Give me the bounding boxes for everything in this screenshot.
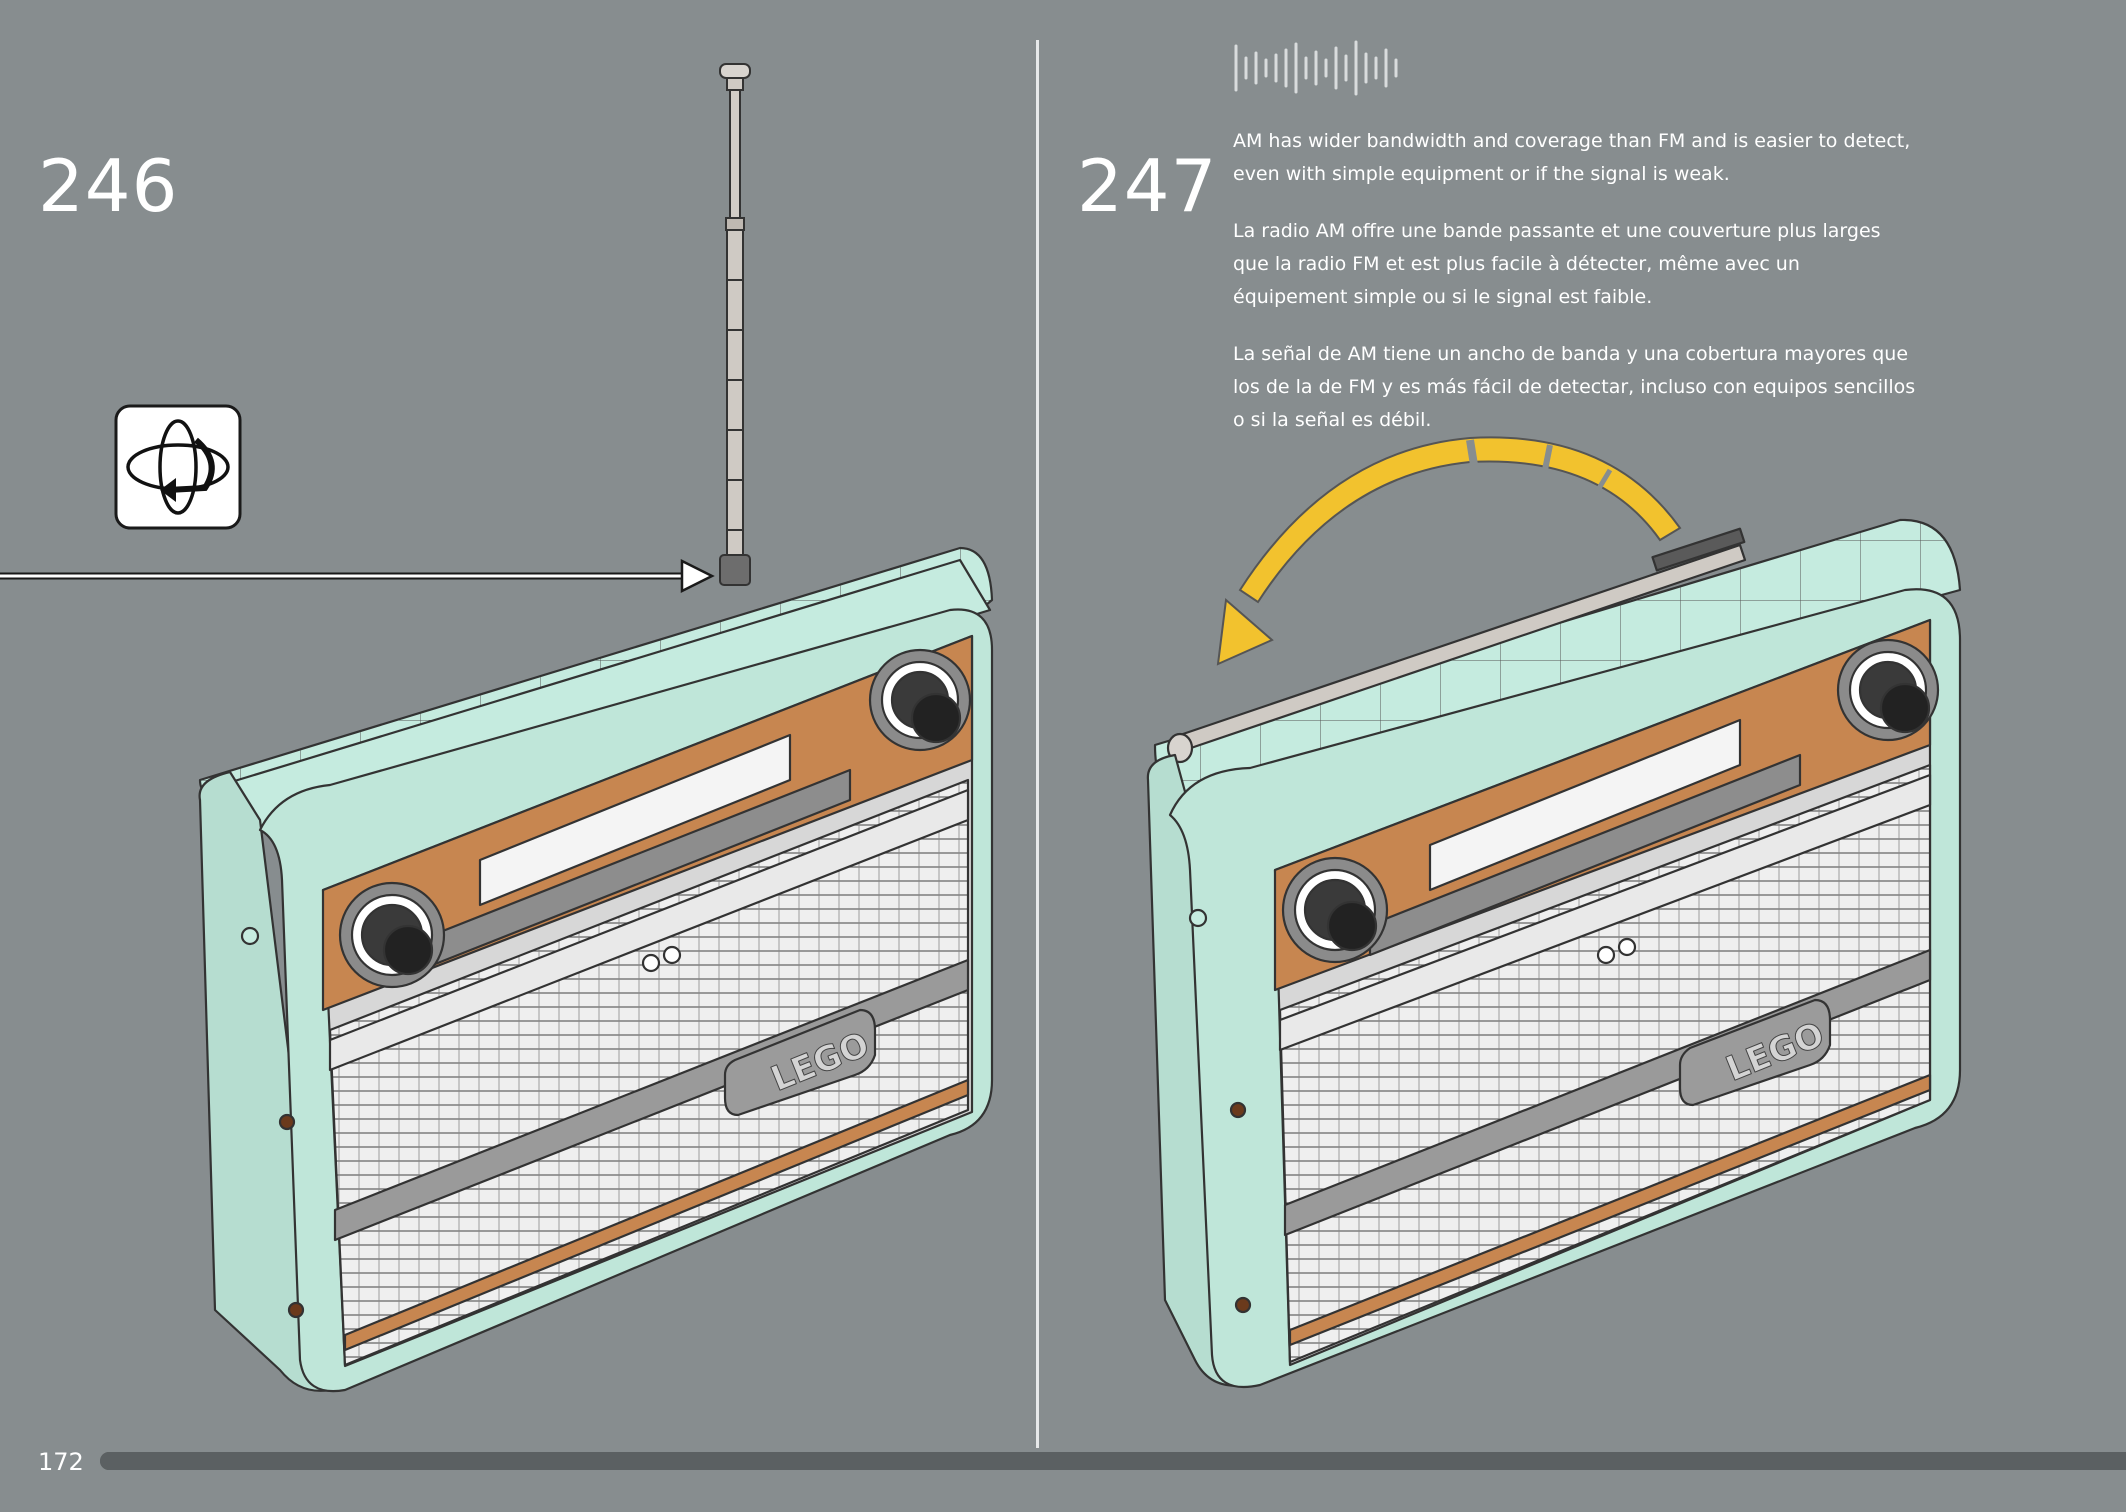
progress-bar (100, 1452, 2126, 1470)
step-number-247: 247 (1077, 144, 1218, 228)
sound-wave-icon (1234, 40, 1398, 96)
rotation-arrow (1216, 436, 1682, 666)
telescopic-antenna (719, 63, 751, 586)
info-paragraph-fr: La radio AM offre une bande passante et … (1233, 220, 1881, 308)
step-number-246: 246 (38, 144, 179, 228)
radio-model-left: LEGO (198, 546, 994, 1393)
page-number: 172 (38, 1448, 84, 1476)
progress-bar-fill (100, 1452, 2126, 1470)
info-paragraph-en: AM has wider bandwidth and coverage than… (1233, 130, 1911, 185)
pointer-arrow (0, 558, 715, 594)
radio-model-right: LEGO (1146, 518, 1962, 1389)
info-paragraph-es: La señal de AM tiene un ancho de banda y… (1233, 343, 1916, 431)
page-divider (1036, 40, 1039, 1448)
rotate-model-icon (114, 404, 242, 530)
info-text-block: AM has wider bandwidth and coverage than… (1233, 125, 1918, 461)
